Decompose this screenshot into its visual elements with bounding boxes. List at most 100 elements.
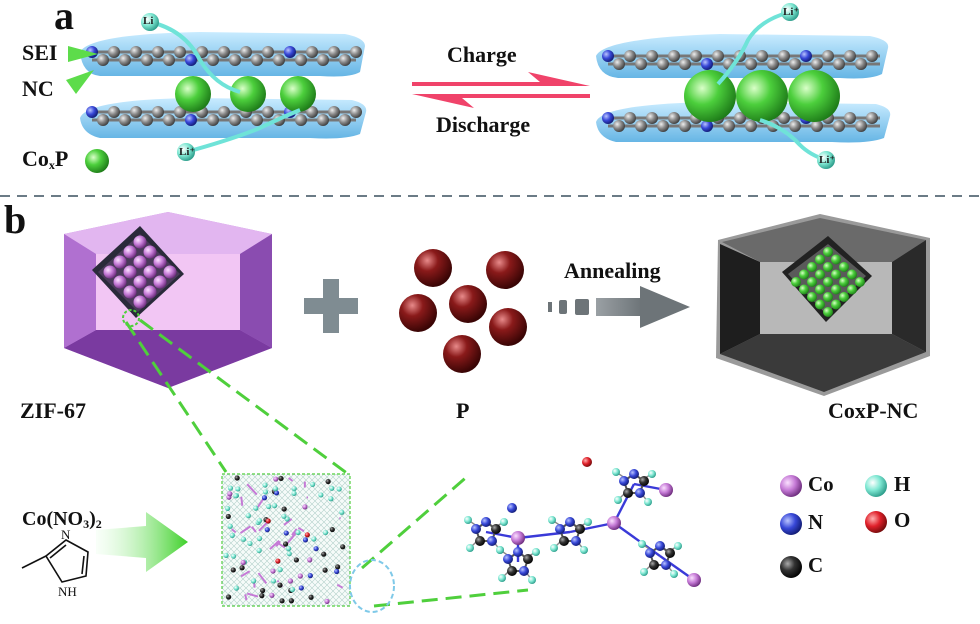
cell-atom	[298, 585, 304, 591]
co-n-bond	[239, 525, 252, 534]
co-cluster-sphere	[153, 275, 167, 289]
carbon-atom	[229, 54, 241, 66]
legend-h-label: H	[894, 472, 911, 496]
ring-atom	[571, 536, 581, 546]
ring-atom	[623, 488, 633, 498]
oxygen-atom	[582, 457, 592, 467]
carbon-atom	[646, 112, 658, 124]
coxp-cluster-sphere	[799, 269, 809, 280]
cell-atom	[340, 544, 346, 550]
ring-atom	[481, 517, 491, 527]
zif67-label: ZIF-67	[20, 398, 86, 423]
li-ion-icon	[781, 3, 799, 21]
legend-co-sphere	[780, 475, 802, 497]
cell-atom	[277, 567, 283, 573]
ring-atom	[665, 548, 675, 558]
carbon-atom	[745, 58, 757, 70]
coxp-cluster-sphere	[823, 262, 833, 272]
legend-co-label: Co	[808, 472, 834, 496]
carbon-atom	[613, 120, 625, 132]
cobalt-atom	[607, 516, 621, 530]
carbon-atom	[723, 120, 735, 132]
co-cluster-sphere	[133, 295, 147, 309]
carbon-atom	[306, 46, 318, 58]
cell-atom	[288, 598, 295, 604]
carbon-atom	[734, 112, 746, 124]
cell-atom	[230, 553, 237, 559]
cell-atom	[233, 585, 239, 591]
hydrogen-atom	[614, 496, 622, 504]
coxp-cluster-sphere	[807, 262, 817, 272]
coxp-particle-expanded	[684, 70, 736, 122]
cell-atom	[227, 491, 233, 497]
carbon-atom	[251, 114, 263, 126]
right-nc-sandwich	[596, 34, 891, 143]
coxp-cluster-sphere	[823, 277, 833, 287]
cell-atom	[265, 518, 271, 524]
nc-label: NC	[22, 76, 54, 101]
cell-atom	[234, 475, 240, 481]
co-n-bond	[246, 483, 258, 496]
cell-atom	[307, 573, 313, 579]
carbon-atom	[657, 120, 669, 132]
carbon-atom	[97, 114, 109, 126]
legend-h-sphere	[865, 475, 887, 497]
cell-atom	[230, 567, 236, 573]
coxp-cluster-sphere	[823, 247, 833, 257]
carbon-atom	[141, 54, 153, 66]
coxp-cluster-sphere	[847, 269, 857, 280]
cell-atom	[313, 546, 319, 552]
cell-atom	[262, 489, 269, 495]
li-ion-label: Li⁺	[819, 154, 836, 166]
cell-atom	[225, 505, 231, 512]
carbon-atom	[174, 106, 186, 118]
cell-atom	[272, 486, 279, 492]
cell-atom	[229, 532, 235, 538]
coxp-cluster-sphere	[831, 269, 841, 280]
li-path	[149, 20, 241, 94]
cell-atom	[273, 476, 279, 482]
hydrogen-atom	[640, 568, 648, 576]
cell-atom	[287, 578, 294, 584]
carbon-atom	[262, 46, 274, 58]
precursor-label: Co(NO3)2	[22, 508, 102, 531]
coxp-cluster-sphere	[839, 262, 849, 272]
ring-atom	[503, 554, 513, 564]
cell-atom	[256, 518, 263, 524]
carbon-atom	[613, 58, 625, 70]
cell-atom	[247, 540, 253, 547]
nitrogen-atom	[284, 46, 296, 58]
co-n-bond	[275, 540, 281, 547]
ring-atom	[507, 566, 517, 576]
cell-atom	[269, 592, 275, 598]
ring-atom	[471, 524, 481, 534]
nitrogen-atom	[701, 120, 713, 132]
li-ion-label: Li	[143, 15, 154, 27]
cell-atom	[261, 495, 268, 501]
cell-atom	[259, 593, 265, 599]
imidazole-n-label: N	[61, 527, 71, 542]
carbon-atom	[855, 120, 867, 132]
co-n-bond	[297, 526, 305, 533]
cell-atom	[223, 552, 229, 558]
cell-atom	[335, 564, 341, 570]
carbon-atom	[866, 112, 878, 124]
hydrogen-atom	[466, 544, 474, 552]
cell-atom	[275, 558, 281, 564]
cell-atom	[227, 523, 233, 529]
co-n-bond	[286, 532, 298, 545]
cell-atom	[273, 490, 280, 496]
cell-atom	[322, 567, 328, 573]
co-cluster-sphere	[163, 265, 177, 279]
coxp-cluster-sphere	[823, 307, 833, 317]
nitrogen-atom	[602, 50, 614, 62]
ring-atom	[565, 517, 575, 527]
cell-atom	[329, 526, 335, 533]
co-cluster-sphere	[103, 265, 117, 279]
carbon-atom	[657, 58, 669, 70]
zif-unit-cell	[221, 473, 395, 613]
cell-atom	[270, 578, 277, 584]
ring-atom	[491, 524, 501, 534]
panel-b-label: b	[4, 197, 27, 242]
